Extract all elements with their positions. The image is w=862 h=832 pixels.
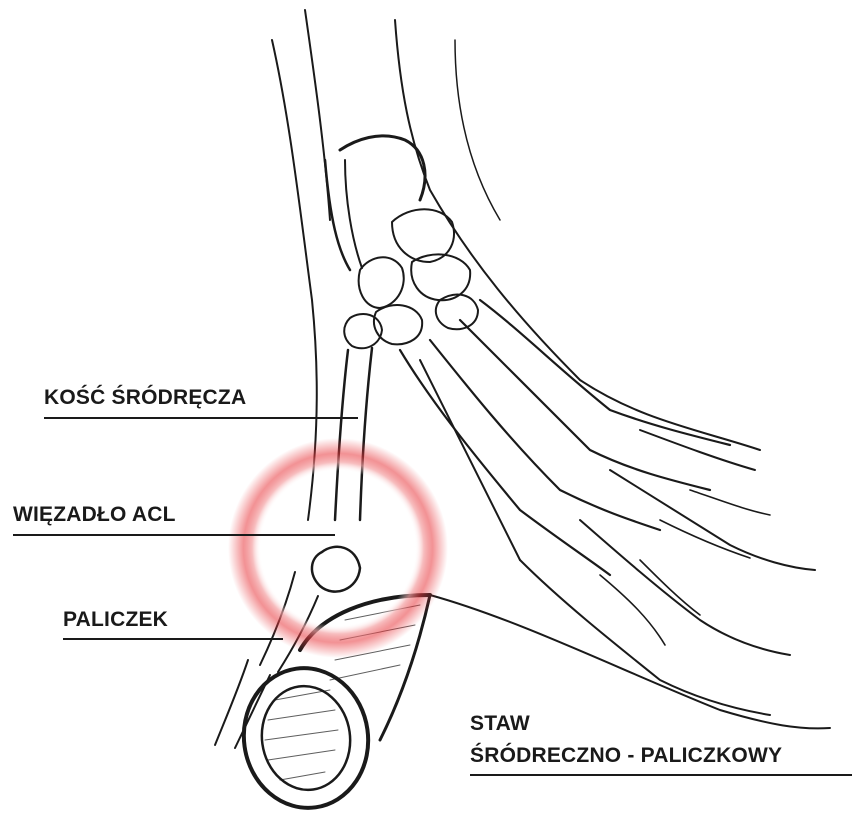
leader-phalanx <box>63 638 283 640</box>
leader-metacarpal <box>44 417 358 419</box>
label-joint-line1: STAW <box>470 712 530 736</box>
joint-highlight-ring <box>228 438 448 658</box>
label-joint-line2: ŚRÓDRECZNO - PALICZKOWY <box>470 744 782 768</box>
label-phalanx: PALICZEK <box>63 608 168 632</box>
label-ligament: WIĘZADŁO ACL <box>13 503 176 527</box>
leader-ligament <box>13 534 335 536</box>
leader-joint <box>470 774 852 776</box>
label-metacarpal: KOŚĆ ŚRÓDRĘCZA <box>44 386 246 410</box>
